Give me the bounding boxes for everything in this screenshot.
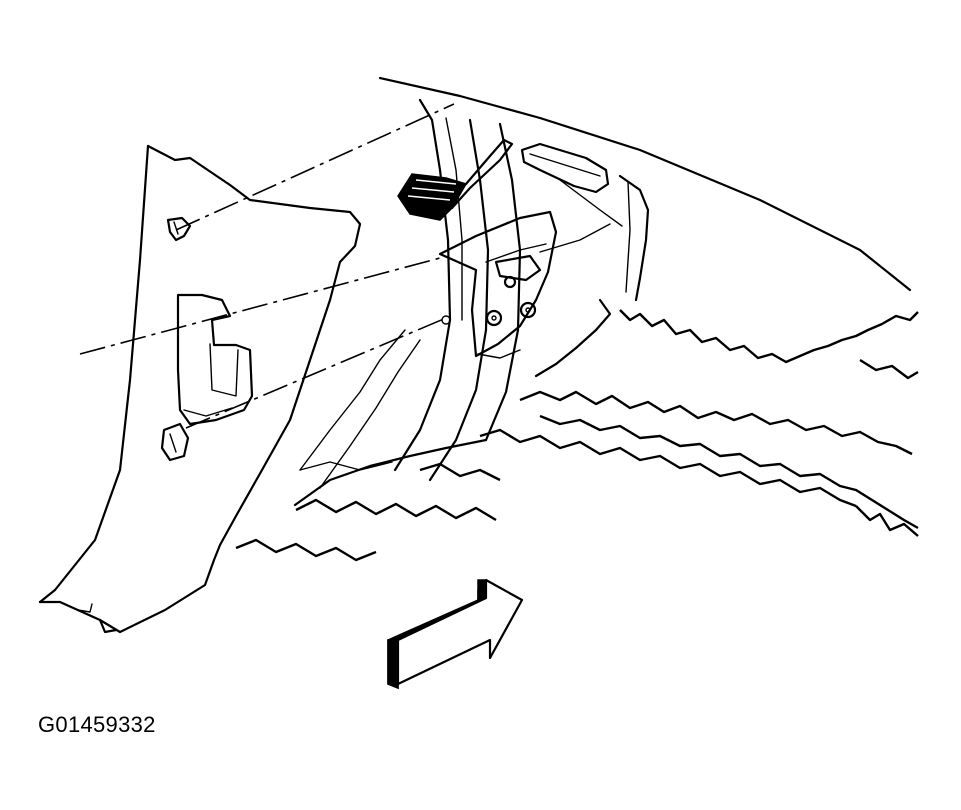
trim-panel-icon	[38, 144, 362, 634]
accelerator-pedal-icon	[520, 142, 610, 194]
door-hinge-icon	[438, 210, 558, 359]
retainer-clip-icon	[160, 216, 192, 462]
alignment-line-bottom	[185, 317, 447, 429]
alignment-line-middle	[79, 257, 441, 355]
alignment-line-top	[175, 103, 455, 231]
windshield-edge	[378, 76, 912, 292]
brake-pedal-icon	[397, 138, 514, 221]
body-pillar	[293, 98, 522, 507]
figure-id-label: G01459332	[38, 712, 156, 737]
floor-panel	[534, 174, 650, 378]
tear-lines	[235, 309, 919, 562]
direction-arrow-icon	[387, 578, 524, 690]
